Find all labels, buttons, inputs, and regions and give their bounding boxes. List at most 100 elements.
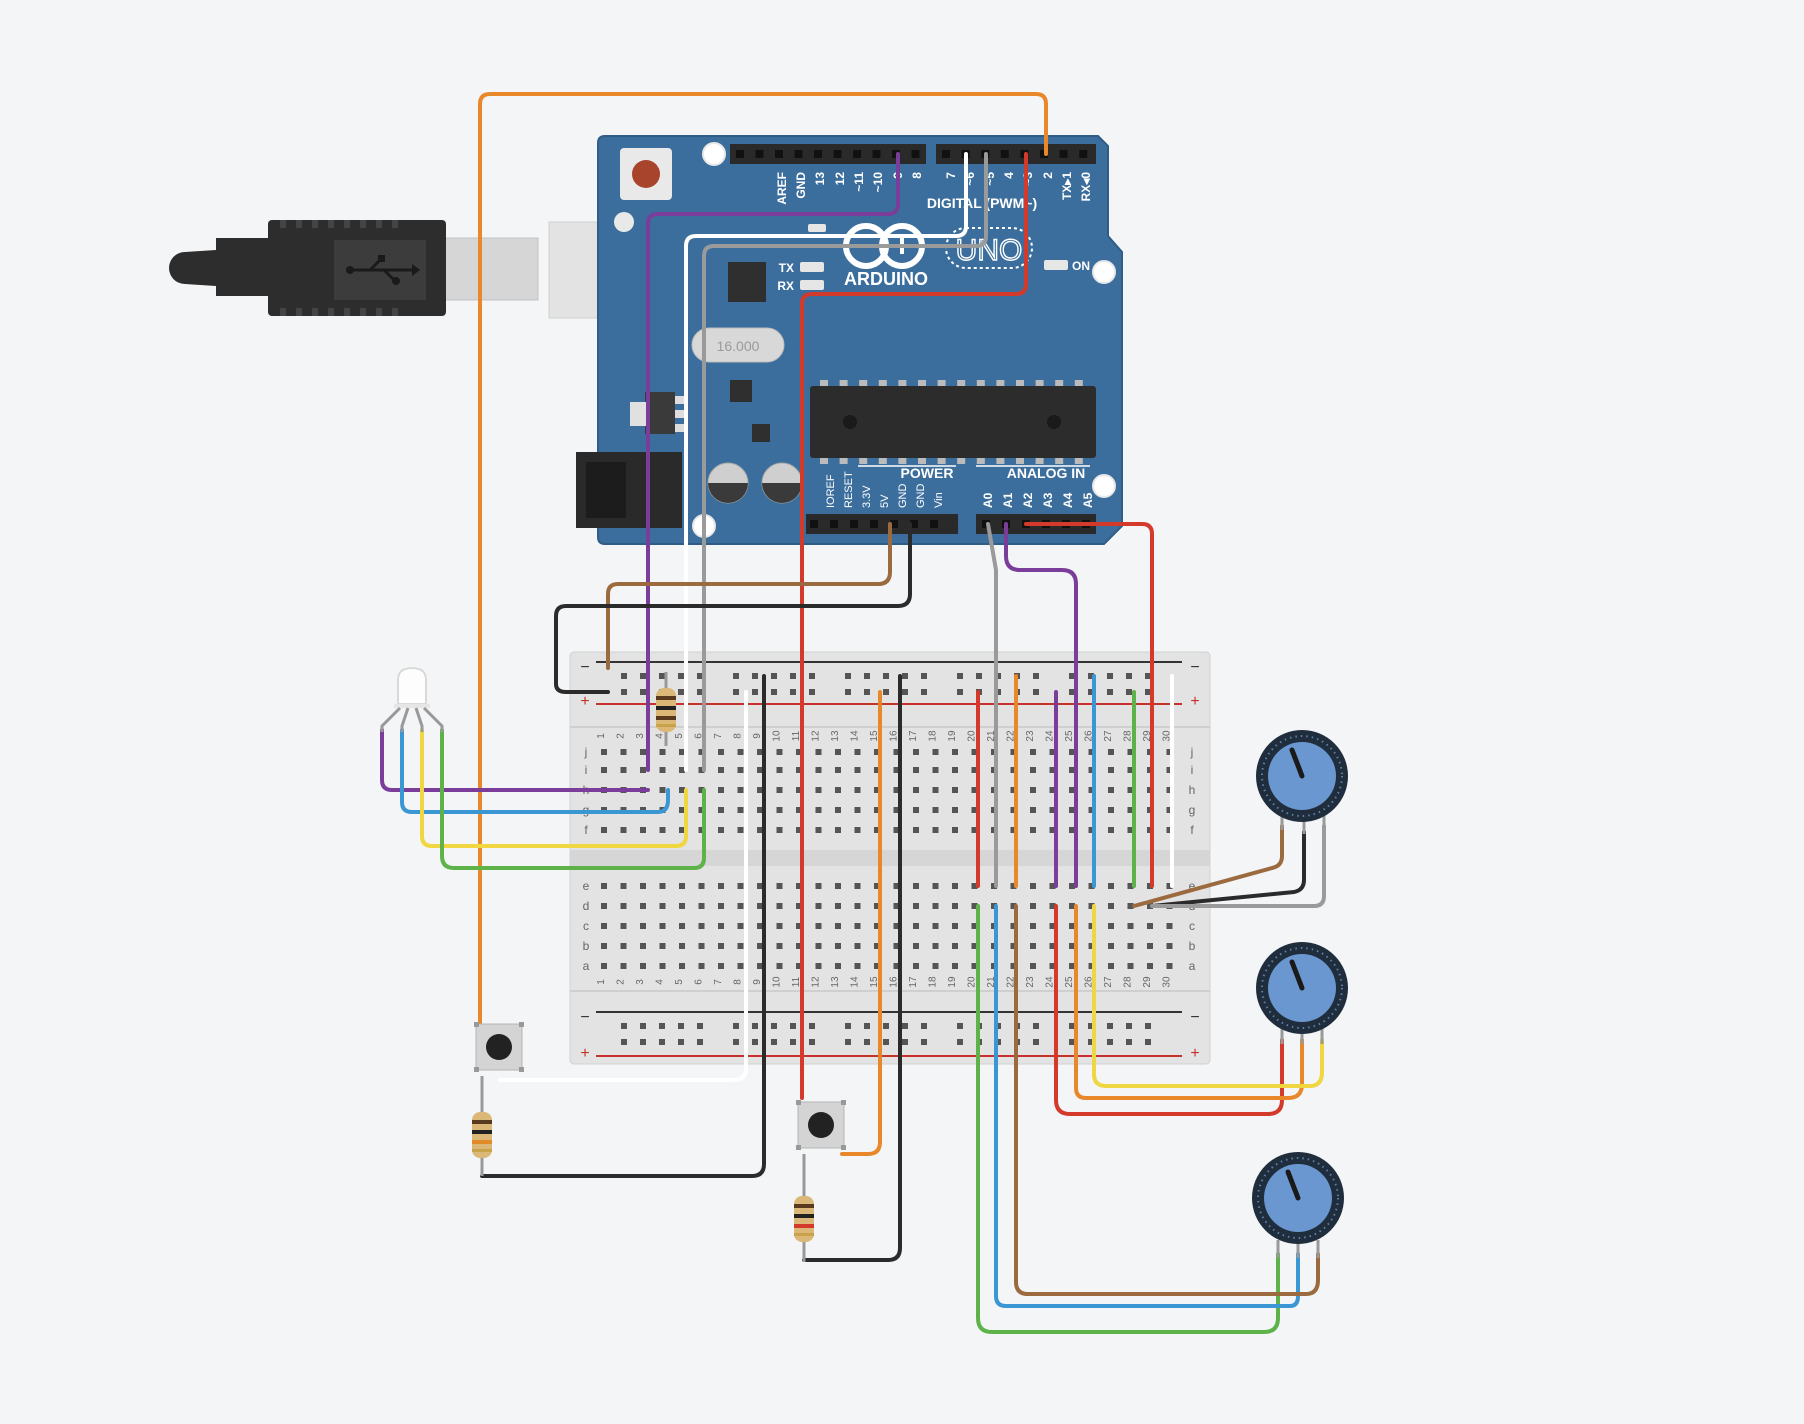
breadboard-hole[interactable] — [1108, 923, 1114, 929]
rail-hole[interactable] — [883, 673, 889, 679]
breadboard-hole[interactable] — [874, 807, 880, 813]
rail-hole[interactable] — [1107, 673, 1113, 679]
potentiometer-3[interactable] — [1252, 1152, 1344, 1258]
breadboard-hole[interactable] — [757, 827, 763, 833]
rail-hole[interactable] — [771, 1039, 777, 1045]
wire-gray-pin5[interactable] — [702, 152, 988, 772]
breadboard-hole[interactable] — [1088, 943, 1095, 949]
breadboard-hole[interactable] — [1010, 807, 1017, 813]
rail-hole[interactable] — [1145, 1023, 1151, 1029]
breadboard-hole[interactable] — [1166, 883, 1173, 889]
breadboard-hole[interactable] — [679, 903, 685, 909]
rail-hole[interactable] — [752, 1039, 758, 1045]
header-pin[interactable] — [1079, 150, 1088, 158]
breadboard-hole[interactable] — [835, 903, 841, 909]
rail-hole[interactable] — [1145, 1039, 1151, 1045]
rail-hole[interactable] — [678, 673, 684, 679]
breadboard-hole[interactable] — [1049, 827, 1056, 833]
rail-hole[interactable] — [621, 673, 627, 679]
breadboard-hole[interactable] — [640, 767, 646, 773]
rail-hole[interactable] — [697, 689, 703, 695]
breadboard-hole[interactable] — [757, 903, 763, 909]
wire-orange-pin2-button[interactable] — [478, 92, 1048, 1038]
breadboard-hole[interactable] — [1030, 963, 1036, 969]
rail-hole[interactable] — [640, 689, 646, 695]
breadboard-hole[interactable] — [1049, 963, 1056, 969]
rail-hole[interactable] — [1126, 1023, 1132, 1029]
breadboard-hole[interactable] — [1108, 903, 1114, 909]
rail-hole[interactable] — [921, 1039, 927, 1045]
push-button-left[interactable] — [474, 1022, 524, 1072]
rail-hole[interactable] — [771, 1023, 777, 1029]
breadboard-hole[interactable] — [913, 807, 919, 813]
header-pin[interactable] — [775, 150, 783, 158]
breadboard-hole[interactable] — [737, 963, 744, 969]
breadboard-hole[interactable] — [659, 903, 666, 909]
breadboard-hole[interactable] — [1069, 883, 1075, 889]
breadboard-hole[interactable] — [1049, 923, 1056, 929]
breadboard-hole[interactable] — [835, 963, 841, 969]
breadboard-hole[interactable] — [796, 827, 802, 833]
breadboard-hole[interactable] — [815, 923, 822, 929]
breadboard-hole[interactable] — [1108, 807, 1114, 813]
rail-hole[interactable] — [697, 1023, 703, 1029]
breadboard-hole[interactable] — [698, 827, 705, 833]
header-pin[interactable] — [1000, 150, 1009, 158]
header-pin[interactable] — [1059, 150, 1068, 158]
wire-purple-led[interactable] — [380, 728, 650, 792]
breadboard-hole[interactable] — [1069, 963, 1075, 969]
breadboard-hole[interactable] — [1030, 749, 1036, 755]
breadboard-hole[interactable] — [1088, 963, 1095, 969]
breadboard-hole[interactable] — [1147, 923, 1153, 929]
rail-hole[interactable] — [1145, 673, 1151, 679]
breadboard-hole[interactable] — [952, 827, 958, 833]
breadboard-hole[interactable] — [601, 767, 607, 773]
breadboard-hole[interactable] — [718, 923, 724, 929]
rgb-led[interactable] — [380, 666, 444, 732]
rail-hole[interactable] — [678, 1039, 684, 1045]
breadboard-hole[interactable] — [971, 963, 978, 969]
resistor-left[interactable] — [472, 1076, 492, 1176]
rail-hole[interactable] — [883, 1039, 889, 1045]
breadboard-hole[interactable] — [971, 903, 978, 909]
rail-hole[interactable] — [697, 673, 703, 679]
wire-blue-pot3[interactable] — [994, 904, 1300, 1308]
breadboard-hole[interactable] — [1127, 943, 1134, 949]
header-pin[interactable] — [910, 520, 918, 528]
breadboard-hole[interactable] — [796, 787, 802, 793]
breadboard-hole[interactable] — [1166, 943, 1173, 949]
breadboard-hole[interactable] — [854, 749, 861, 755]
rail-hole[interactable] — [1069, 1023, 1075, 1029]
breadboard-hole[interactable] — [913, 787, 919, 793]
rail-hole[interactable] — [957, 673, 963, 679]
rail-hole[interactable] — [1088, 1039, 1094, 1045]
breadboard-hole[interactable] — [854, 827, 861, 833]
wire-black-col9[interactable] — [480, 674, 766, 1178]
rail-hole[interactable] — [902, 1023, 908, 1029]
breadboard-hole[interactable] — [698, 787, 705, 793]
potentiometer-1[interactable] — [1256, 730, 1348, 834]
rail-hole[interactable] — [1107, 1023, 1113, 1029]
breadboard-hole[interactable] — [1147, 963, 1153, 969]
breadboard-hole[interactable] — [1088, 807, 1095, 813]
breadboard-hole[interactable] — [1108, 787, 1114, 793]
breadboard-hole[interactable] — [932, 963, 939, 969]
rail-hole[interactable] — [697, 1039, 703, 1045]
breadboard-hole[interactable] — [640, 943, 646, 949]
breadboard-hole[interactable] — [1049, 767, 1056, 773]
breadboard-hole[interactable] — [893, 903, 900, 909]
breadboard-hole[interactable] — [854, 963, 861, 969]
breadboard-hole[interactable] — [893, 923, 900, 929]
breadboard-hole[interactable] — [835, 827, 841, 833]
rail-hole[interactable] — [957, 1023, 963, 1029]
header-pin[interactable] — [890, 520, 898, 528]
breadboard-hole[interactable] — [620, 963, 627, 969]
breadboard-hole[interactable] — [1030, 787, 1036, 793]
breadboard-hole[interactable] — [601, 923, 607, 929]
breadboard-hole[interactable] — [932, 883, 939, 889]
resistor-breadboard[interactable] — [656, 672, 676, 746]
rail-hole[interactable] — [1069, 689, 1075, 695]
breadboard-hole[interactable] — [932, 749, 939, 755]
breadboard-hole[interactable] — [640, 923, 646, 929]
breadboard-hole[interactable] — [932, 787, 939, 793]
